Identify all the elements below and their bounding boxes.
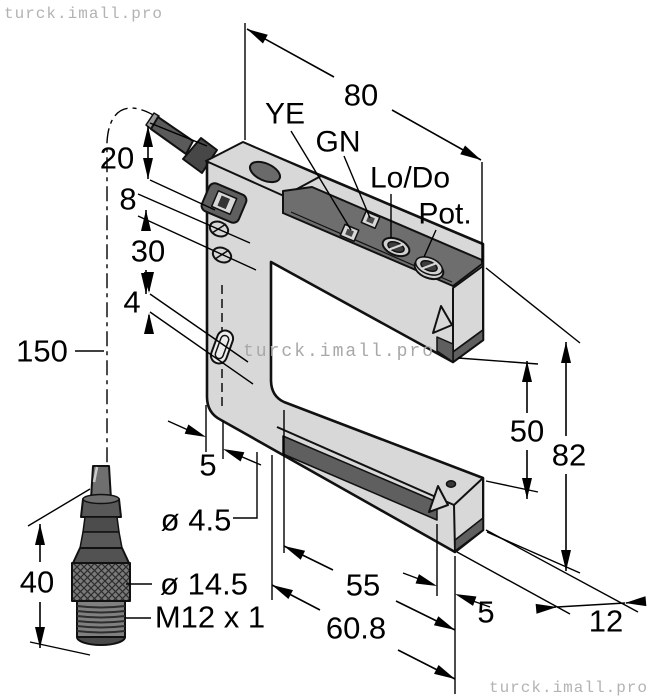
- dim-50-label: 50: [510, 414, 544, 449]
- watermark-bottom-right: turck.imall.pro: [489, 679, 648, 697]
- bottom-arm-window-strip: [282, 435, 438, 521]
- light-dark-pot: [381, 236, 411, 258]
- leader-ye: [290, 130, 352, 231]
- dim-8-label: 8: [119, 182, 136, 217]
- connector-collar-top: [82, 493, 120, 505]
- leader-pot: [423, 229, 437, 258]
- pot-slot-2: [420, 261, 438, 271]
- connector-taper: [72, 547, 130, 564]
- dim-5-left-label: 5: [199, 448, 216, 483]
- leader-4: [149, 293, 254, 385]
- watermarks: turck.imall.pro turck.imall.pro turck.im…: [4, 5, 648, 697]
- dim-dia145-label: ø 14.5: [160, 567, 248, 602]
- cable: [150, 116, 194, 155]
- sensitivity-pot: [413, 256, 445, 281]
- tails-5-right: [402, 572, 491, 608]
- connector-knurl-ring: [71, 562, 131, 602]
- connector-ridge-2: [79, 531, 123, 549]
- yellow-led-label: YE: [265, 98, 305, 131]
- m12-connector: [71, 465, 131, 646]
- watermark-top-left: turck.imall.pro: [4, 5, 163, 23]
- connector-ridge-1: [82, 516, 120, 533]
- dim-12-label: 12: [589, 604, 623, 639]
- warning-triangle-icon-top: [432, 305, 453, 334]
- leader-gn: [343, 155, 371, 219]
- dim-20-label: 20: [100, 141, 134, 176]
- ext-82: [485, 267, 581, 574]
- dim-80-label: 80: [344, 78, 378, 113]
- fork-sensor-body: [200, 141, 485, 554]
- dim-dia45-label: ø 4.5: [161, 503, 232, 538]
- connector-bottom: [76, 636, 126, 646]
- connector-tip-notch: [92, 466, 99, 483]
- head-top-hole: [248, 160, 282, 184]
- labels: 80 YE GN Lo/Do Pot. 20 8 30 4 150 5 ø 4.…: [16, 78, 623, 646]
- cable-centerline: [106, 107, 156, 466]
- dim-150-label: 150: [16, 334, 68, 369]
- leader-dia45: [233, 452, 258, 519]
- dim-55-label: 55: [346, 568, 380, 603]
- ext-5-left: [205, 405, 224, 459]
- dim-82-label: 82: [552, 438, 586, 473]
- ext-20: [149, 122, 216, 211]
- top-arm-window-wedge: [436, 336, 454, 363]
- green-led-label: GN: [316, 126, 361, 159]
- ext-50: [457, 357, 539, 493]
- bottom-arm-end-bottom-strip: [454, 517, 484, 552]
- dim-m12-label: M12 x 1: [155, 600, 265, 635]
- pot-slot-1: [387, 242, 405, 252]
- screw-slot-1: [211, 223, 227, 234]
- watermark-center: turck.imall.pro: [243, 342, 435, 362]
- bottom-arm-dot: [445, 480, 457, 488]
- yellow-led-indicator: [339, 223, 360, 243]
- cable-gland: [182, 137, 218, 174]
- ext-55-608-right: [436, 524, 456, 694]
- pot-label: Pot.: [418, 198, 471, 231]
- bottom-arm-ridge: [276, 426, 455, 506]
- ext-12: [456, 529, 639, 615]
- cable-group: [106, 107, 218, 466]
- dim-4-label: 4: [123, 285, 140, 320]
- green-led-indicator: [360, 210, 381, 230]
- thread-grooves: [76, 605, 126, 634]
- dim-5-right-label: 5: [477, 595, 494, 630]
- ext-55-608-left: [271, 410, 285, 600]
- dim-40-label: 40: [20, 565, 54, 600]
- dim-30-label: 30: [131, 234, 165, 269]
- teach-switch-plate: [200, 182, 248, 224]
- leader-8: [137, 193, 257, 271]
- warning-triangle-icon-bottom: [428, 485, 449, 513]
- light-dark-label: Lo/Do: [370, 162, 450, 195]
- dim-608-label: 60.8: [326, 611, 386, 646]
